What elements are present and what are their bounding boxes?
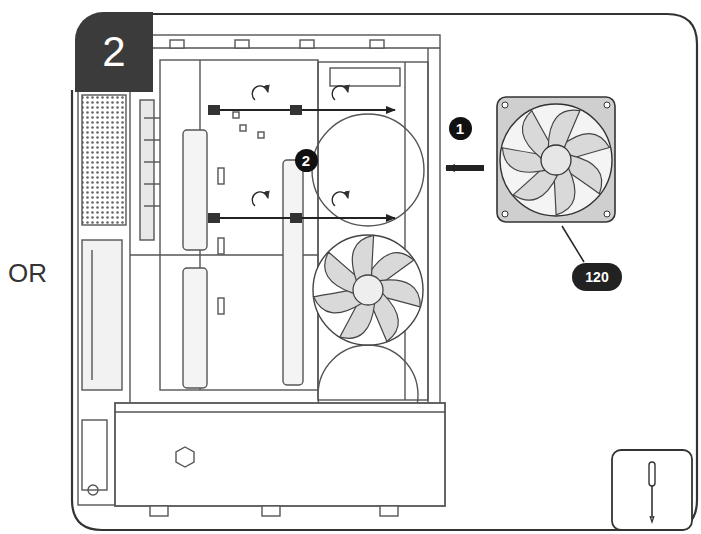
screw-arrows-part [208, 105, 220, 115]
new-fan [497, 97, 615, 222]
screw-arrows-part [208, 213, 220, 223]
screwdriver-icon-part [651, 486, 653, 518]
pc-case-part [115, 403, 445, 506]
pc-case-part [380, 506, 398, 516]
screw-arrows-part [252, 86, 268, 100]
installed-fan-part [353, 275, 383, 305]
leader-line-part [562, 226, 584, 262]
pc-case-part [218, 238, 224, 254]
pc-case-part [144, 205, 160, 206]
screw-arrows-part [290, 213, 302, 223]
size-label: 120 [572, 263, 622, 291]
new-fan-part [604, 211, 610, 217]
screwdriver-icon-part [649, 462, 655, 486]
screwdriver-icon-part [612, 450, 692, 530]
pc-case-part [300, 40, 314, 48]
pc-case-part [235, 40, 249, 48]
screw-arrows-part [215, 217, 395, 219]
pc-case-part [262, 506, 280, 516]
pc-case-part [82, 95, 126, 225]
step-number-text: 2 [102, 31, 125, 73]
pc-case-part [170, 40, 184, 48]
outer-frame-part [72, 14, 697, 530]
insert-arrow-part [446, 165, 484, 171]
pc-case-part [427, 48, 428, 403]
pc-case-part [218, 168, 224, 184]
pc-case-part [115, 411, 445, 412]
pc-case-part [176, 447, 194, 467]
pc-case-part [129, 48, 130, 403]
pc-case-part [140, 100, 154, 240]
new-fan-part [497, 97, 615, 222]
screwdriver-icon [612, 450, 692, 530]
pc-case-part [283, 160, 303, 385]
callout-number-text: 2 [302, 153, 310, 168]
pc-case-part [88, 485, 98, 495]
new-fan-part [502, 102, 508, 108]
pc-case-part [318, 62, 428, 400]
pc-case-part [144, 139, 160, 140]
screw-arrows [208, 86, 395, 223]
pc-case-part [312, 114, 424, 226]
callout-number: 2 [295, 149, 318, 172]
pc-case-part [183, 268, 207, 388]
callout-number-text: 1 [456, 121, 464, 136]
pc-case-part [240, 125, 246, 131]
pc-case-part [233, 112, 239, 118]
screw-arrows-part [252, 192, 268, 206]
pc-case [78, 35, 445, 516]
pc-case-part [258, 132, 264, 138]
screw-arrows-part [215, 109, 395, 111]
screw-arrows-part [332, 192, 348, 206]
pc-case-part [144, 117, 160, 118]
screw-arrows-part [332, 86, 348, 100]
screw-arrows-part [290, 105, 302, 115]
pc-case-part [330, 68, 400, 86]
screwdriver-icon-part [650, 516, 654, 522]
installed-fan [310, 231, 426, 345]
pc-case-part [91, 250, 92, 380]
pc-case-part [144, 161, 160, 162]
pc-case-part [370, 40, 384, 48]
outer-frame [72, 14, 697, 530]
new-fan-part [604, 102, 610, 108]
leader-line [562, 226, 584, 262]
pc-case-part [183, 130, 207, 250]
pc-case-part [144, 183, 160, 184]
insert-arrow [446, 168, 484, 169]
pc-case-part [218, 298, 224, 314]
pc-case-part [404, 62, 405, 400]
alternative-label: OR [8, 260, 47, 286]
new-fan-part [502, 211, 508, 217]
size-label-text: 120 [585, 270, 608, 284]
new-fan-part [541, 145, 571, 175]
callout-number: 1 [449, 117, 472, 140]
pc-case-part [150, 506, 168, 516]
step-number: 2 [75, 12, 153, 92]
pc-case-part [82, 240, 122, 390]
pc-case-part [82, 420, 107, 490]
